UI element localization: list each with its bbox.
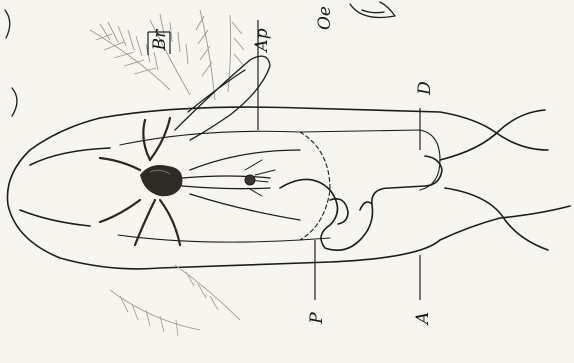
label-oe-text: Oe <box>315 6 335 30</box>
label-p-text: P <box>307 312 327 325</box>
label-a-text: A <box>413 312 433 326</box>
label-oe: Oe <box>315 6 335 30</box>
label-br-text: Br <box>150 29 170 51</box>
label-ap-text: Ap <box>252 28 272 53</box>
label-br: Br <box>148 29 170 55</box>
label-d-text: D <box>415 81 435 96</box>
